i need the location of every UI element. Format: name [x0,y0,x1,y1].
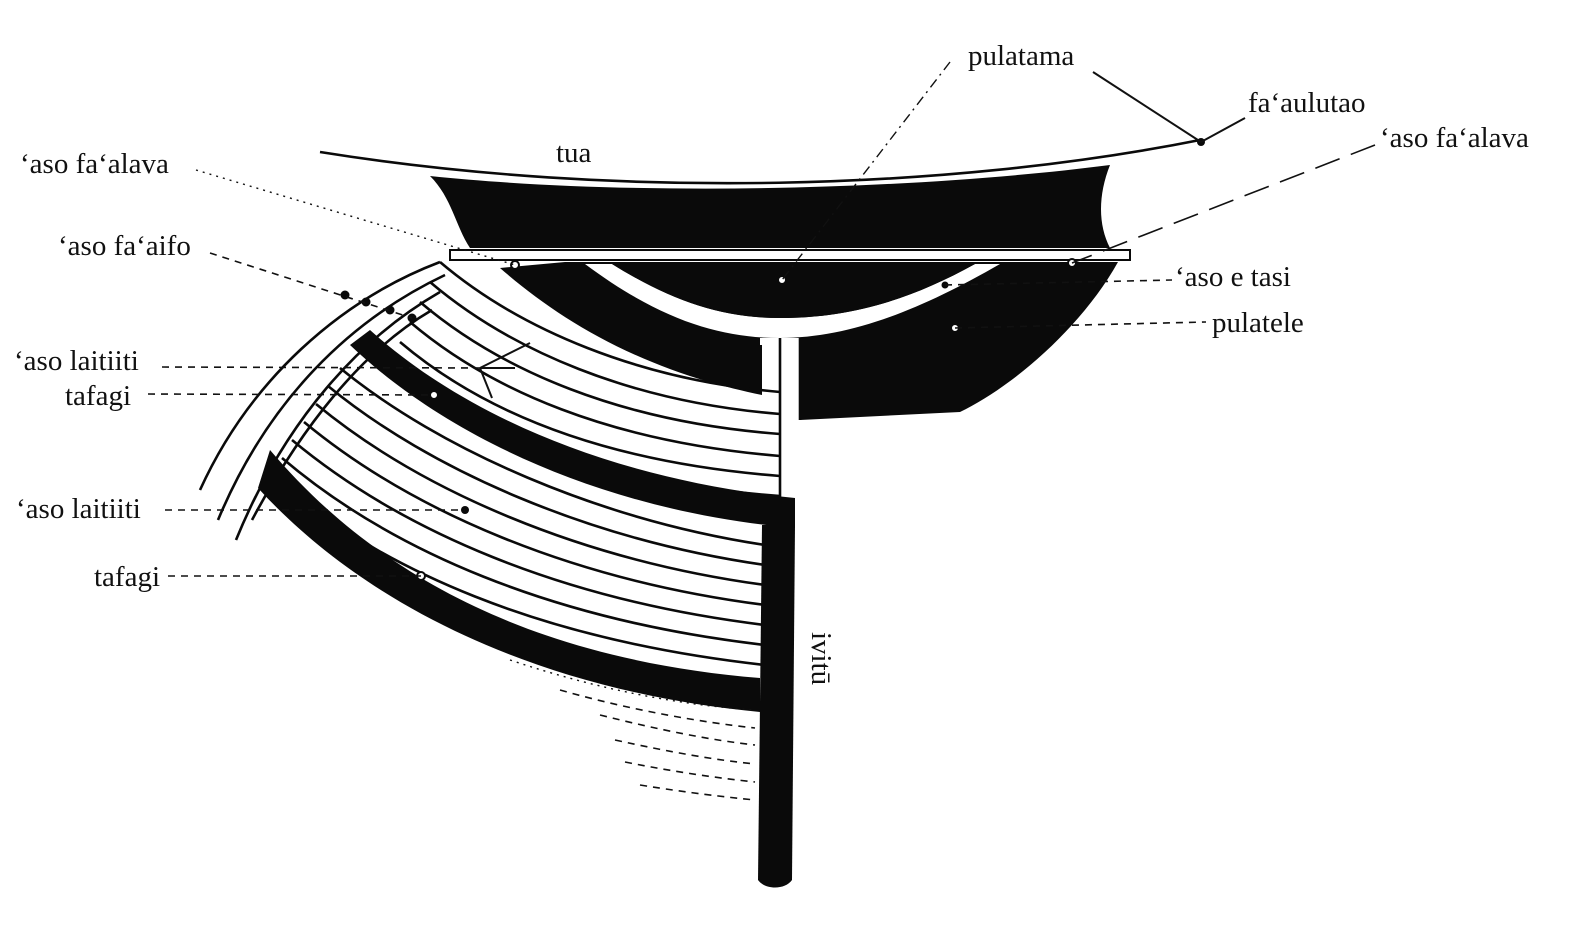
marker-aso-faalava-left [510,260,520,270]
pulatama-inner-dark [612,264,975,318]
upper-stripe-2 [429,281,781,416]
lower-stripe-2 [327,384,766,567]
outer-arc-group [198,260,446,541]
lower-stripe-1 [339,366,766,547]
label-pulatele: pulatele [1212,307,1304,339]
faded-stripe-3 [599,714,756,746]
lower-stripe-band [271,366,766,667]
label-tafagi-upper: tafagi [65,380,131,412]
label-pulatama: pulatama [968,40,1074,72]
labels: tua pulatama fa‘aulutao ‘aso fa‘alava ‘a… [14,40,1529,685]
upper-stripe-1 [439,261,781,394]
upper-stripe-4 [409,321,781,458]
label-faaulutao: fa‘aulutao [1248,87,1366,119]
tafagi-lower-black-band [258,450,760,712]
faded-stripes [509,659,756,801]
top-band-group [319,138,1201,261]
faded-stripe-6 [639,784,756,801]
outer-arc-1 [198,260,441,491]
leader-pulatele [954,321,1207,329]
leader-aso-laitiiti-fan-3 [479,367,493,399]
upper-stripe-3 [419,301,781,436]
leader-tafagi-upper [147,393,435,396]
label-aso-faaifo: ‘aso fa‘aifo [58,230,191,262]
marker-aifo-3 [385,305,395,315]
tafagi-upper-black-band [350,330,795,528]
faalava-white-strip [449,249,1131,261]
leader-aso-laitiiti-upper [161,366,481,369]
leader-aso-faaifo [209,252,413,319]
leader-faaulutao-solid [1092,71,1202,143]
leader-pulatama [781,61,951,281]
label-aso-e-tasi: ‘aso e tasi [1175,261,1291,293]
label-aso-laitiiti-lower: ‘aso laitiiti [16,493,141,525]
pulatama-white-inner-arc [585,264,1000,338]
upper-stripe-5 [399,341,781,478]
top-black-band [430,165,1110,248]
lower-stripe-5 [291,439,766,627]
label-tua: tua [556,137,592,169]
tua-outline-curve [319,138,1201,185]
pulatama-group [500,262,1118,500]
label-aso-faalava-right: ‘aso fa‘alava [1380,122,1529,154]
faded-stripe-4 [614,739,756,765]
outer-arc-3 [234,290,441,541]
faded-stripe-2 [559,689,756,729]
lower-stripe-3 [315,402,766,587]
label-tafagi-lower: tafagi [94,561,160,593]
outer-arc-2 [216,273,446,521]
leader-lines [147,61,1376,577]
label-ivitu: ivitū [805,632,837,685]
faded-stripe-5 [624,761,756,783]
leader-aso-laitiiti-fan-1 [479,342,531,369]
label-aso-faalava-left: ‘aso fa‘alava [20,148,169,180]
leader-faaulutao-tail [1200,117,1246,143]
marker-aifo-2 [361,297,371,307]
leader-aso-faalava-right [1071,144,1376,264]
lower-stripe-4 [303,420,766,607]
lower-stripe-6 [281,457,766,647]
label-aso-laitiiti-upper: ‘aso laitiiti [14,345,139,377]
ivitu-vertical-bar [758,525,795,888]
